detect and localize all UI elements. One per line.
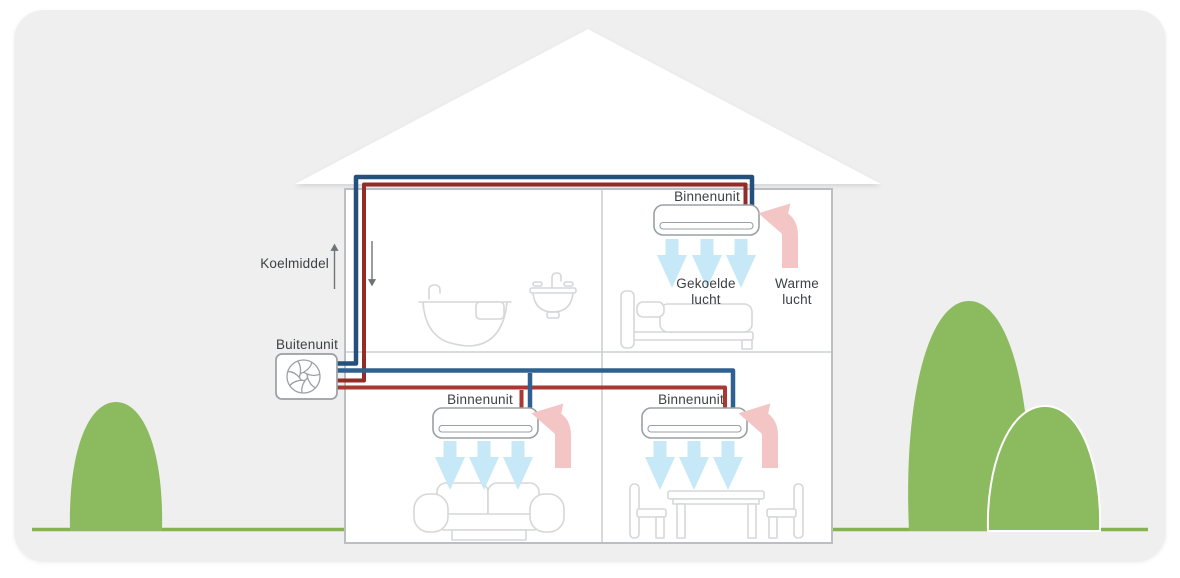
warm-air-arrow-bottom-right bbox=[738, 403, 778, 468]
warm-air-label-line1: Warme bbox=[775, 276, 819, 291]
sofa-icon bbox=[413, 482, 565, 541]
roof bbox=[295, 29, 881, 184]
bathtub-icon bbox=[418, 284, 512, 347]
bed-icon bbox=[620, 290, 754, 350]
fan-icon bbox=[286, 359, 321, 394]
dining-table-icon bbox=[667, 490, 765, 539]
pipe-cold-upper bbox=[336, 174, 755, 366]
house-body bbox=[344, 188, 833, 544]
indoor-unit-bottom-right bbox=[641, 407, 748, 439]
sink-icon bbox=[529, 272, 577, 319]
pipe-cold-lower bbox=[336, 368, 736, 409]
cool-air-arrows-top-right bbox=[657, 239, 756, 288]
bush-left bbox=[69, 402, 163, 531]
indoor-unit-label-bottom-left: Binnenunit bbox=[447, 392, 513, 407]
indoor-unit-bottom-left bbox=[432, 407, 539, 439]
cool-air-arrows-bottom-right bbox=[645, 441, 743, 490]
warm-air-arrow-top-right bbox=[758, 203, 798, 268]
indoor-unit-label-top-right: Binnenunit bbox=[674, 189, 740, 204]
outdoor-unit bbox=[275, 353, 338, 400]
cooled-air-label-line1: Gekoelde bbox=[676, 276, 735, 291]
cool-air-arrows-bottom-left bbox=[435, 441, 533, 490]
pipe-hot-lower bbox=[336, 385, 727, 409]
bush-right-small bbox=[986, 404, 1102, 532]
indoor-unit-top-right bbox=[653, 204, 760, 236]
cooled-air-label-line2: lucht bbox=[691, 292, 721, 307]
warm-air-label-line2: lucht bbox=[782, 292, 812, 307]
warm-air-arrow-bottom-left bbox=[531, 403, 571, 468]
chair-icon-left bbox=[629, 483, 667, 539]
outdoor-unit-label: Buitenunit bbox=[276, 337, 338, 352]
chair-icon-right bbox=[766, 483, 804, 539]
pipe-hot-upper bbox=[336, 182, 748, 383]
indoor-unit-label-bottom-right: Binnenunit bbox=[658, 392, 724, 407]
refrigerant-label: Koelmiddel bbox=[260, 256, 329, 271]
